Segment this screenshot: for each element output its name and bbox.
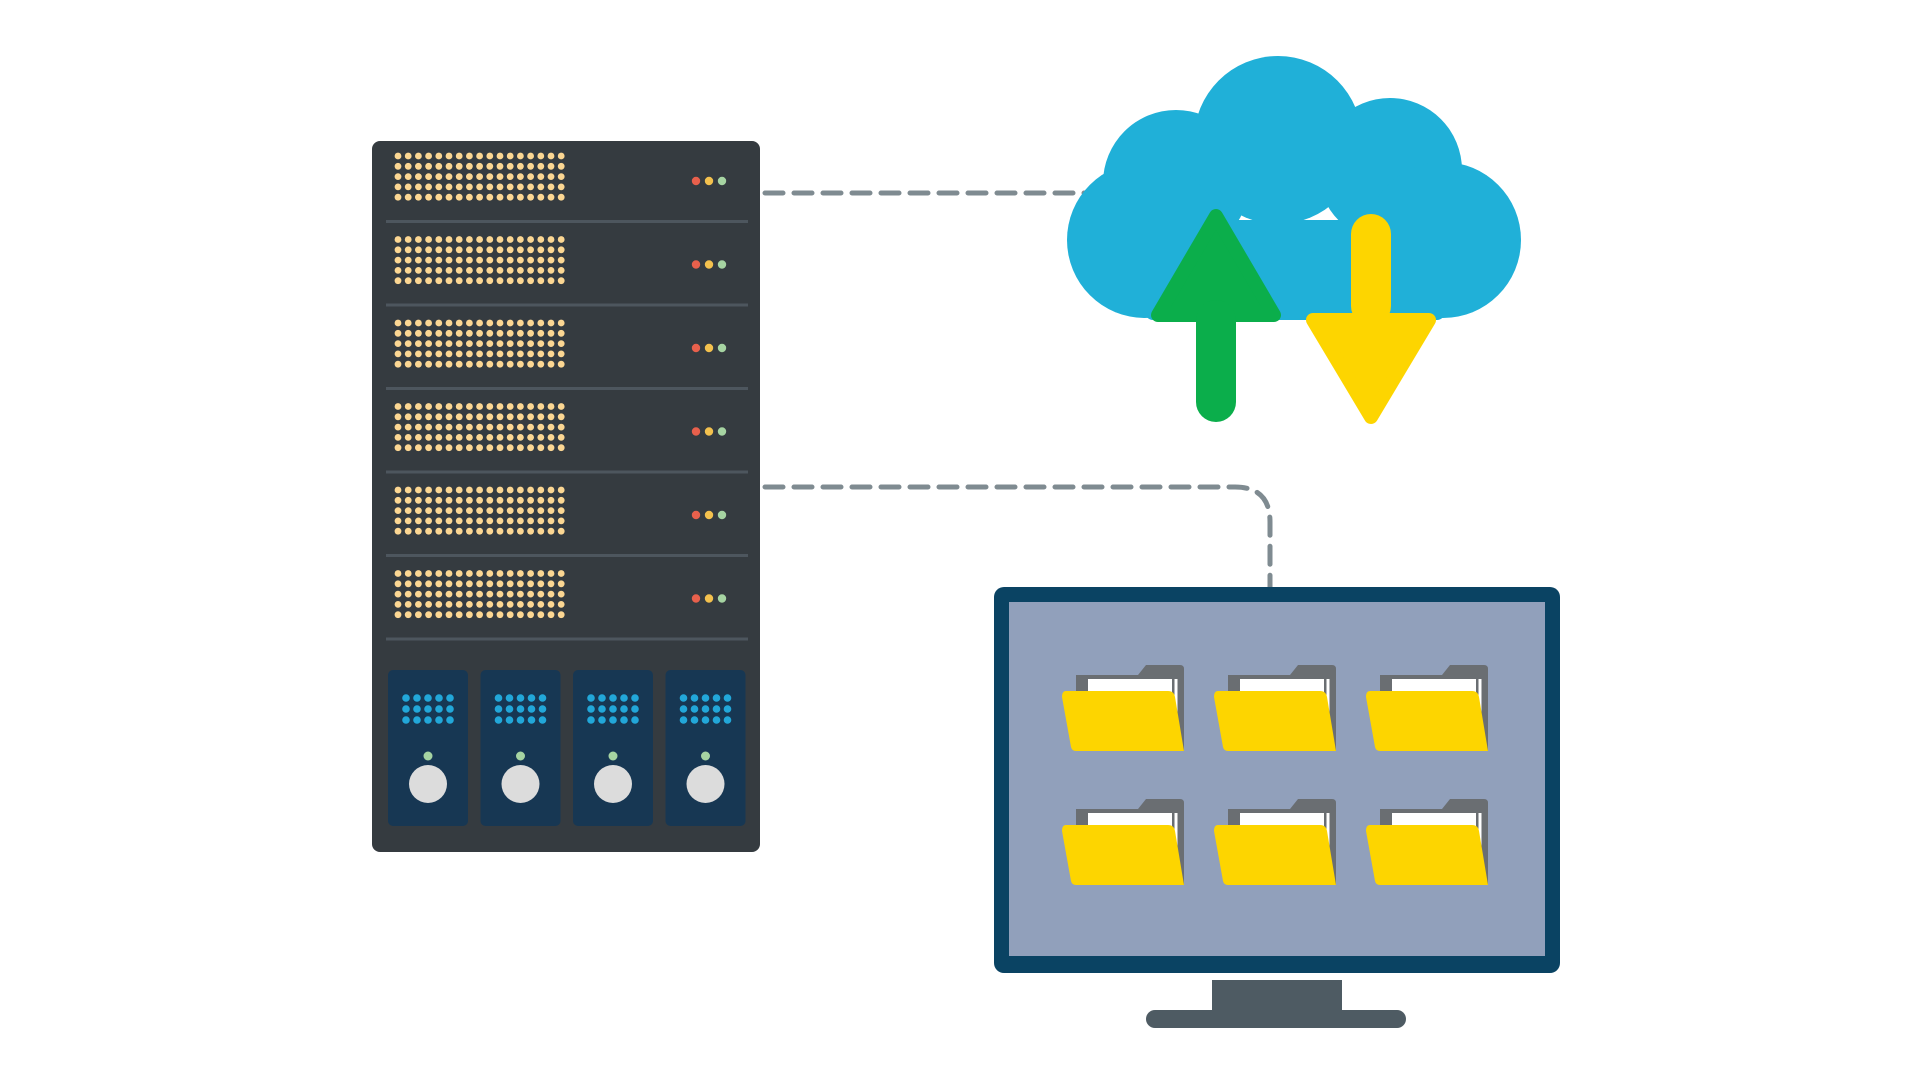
server-unit [386,152,748,223]
status-led-green [717,594,727,603]
status-led-red [691,594,701,603]
status-led-green [717,427,727,436]
folder-icon [1214,665,1336,751]
folder-icon [1214,799,1336,885]
vent-grid [394,403,565,452]
status-led-yellow [704,343,714,353]
unit-divider [386,637,748,641]
drive-bay [573,670,653,826]
folder-icon [1366,799,1488,885]
status-led-yellow [704,176,714,186]
folder-icon [1062,665,1184,751]
drive-led [423,751,433,761]
drive-bay [480,670,561,826]
status-led-yellow [704,427,714,436]
vent-grid [394,486,565,535]
status-led-green [717,343,727,353]
drive-knob [594,765,632,803]
download-arrow-icon [1306,214,1436,424]
drive-led [608,751,618,761]
drive-bays [388,670,746,826]
monitor-base [1146,1010,1406,1028]
server-monitor-connector [762,484,1273,593]
server-unit [386,236,748,307]
folder-icon [1366,665,1488,751]
unit-divider [386,470,748,474]
status-led-yellow [704,260,714,269]
vent-grid [394,236,565,285]
server-units [386,152,748,641]
server-unit [386,570,748,641]
folder-icon [1062,799,1184,885]
unit-divider [386,303,748,307]
drive-bay [388,670,468,826]
monitor-screen [1009,602,1545,956]
status-led-yellow [704,510,714,520]
monitor-neck [1212,980,1342,1014]
cloud-icon [1067,56,1521,424]
drive-knob [686,765,725,803]
server-unit [386,486,748,557]
drive-vent [494,694,547,724]
status-led-green [717,510,727,520]
vent-grid [394,319,565,368]
server-unit [386,403,748,474]
unit-divider [386,554,748,557]
status-led-green [717,260,727,269]
folder-grid [1062,665,1488,885]
drive-knob [501,765,540,803]
vent-grid [394,152,565,201]
drive-bay [665,670,746,826]
drive-led [516,751,525,761]
server-body [372,141,760,852]
status-led-yellow [704,594,714,603]
status-led-red [691,176,701,186]
unit-divider [386,387,748,390]
drive-led [701,751,710,761]
drive-vent [402,694,454,724]
status-led-green [717,176,727,186]
connectors [762,190,1273,593]
server-rack-icon [372,141,760,852]
unit-divider [386,220,748,223]
cloud-shape [1067,56,1521,320]
status-led-red [691,510,701,520]
status-led-red [691,343,701,353]
status-led-red [691,427,701,436]
server-unit [386,319,748,390]
drive-vent [679,694,732,724]
monitor-icon [994,587,1560,1028]
drive-knob [409,765,447,803]
status-led-red [691,260,701,269]
upload-arrow-icon [1151,209,1281,422]
drive-vent [587,694,639,724]
vent-grid [394,570,565,619]
